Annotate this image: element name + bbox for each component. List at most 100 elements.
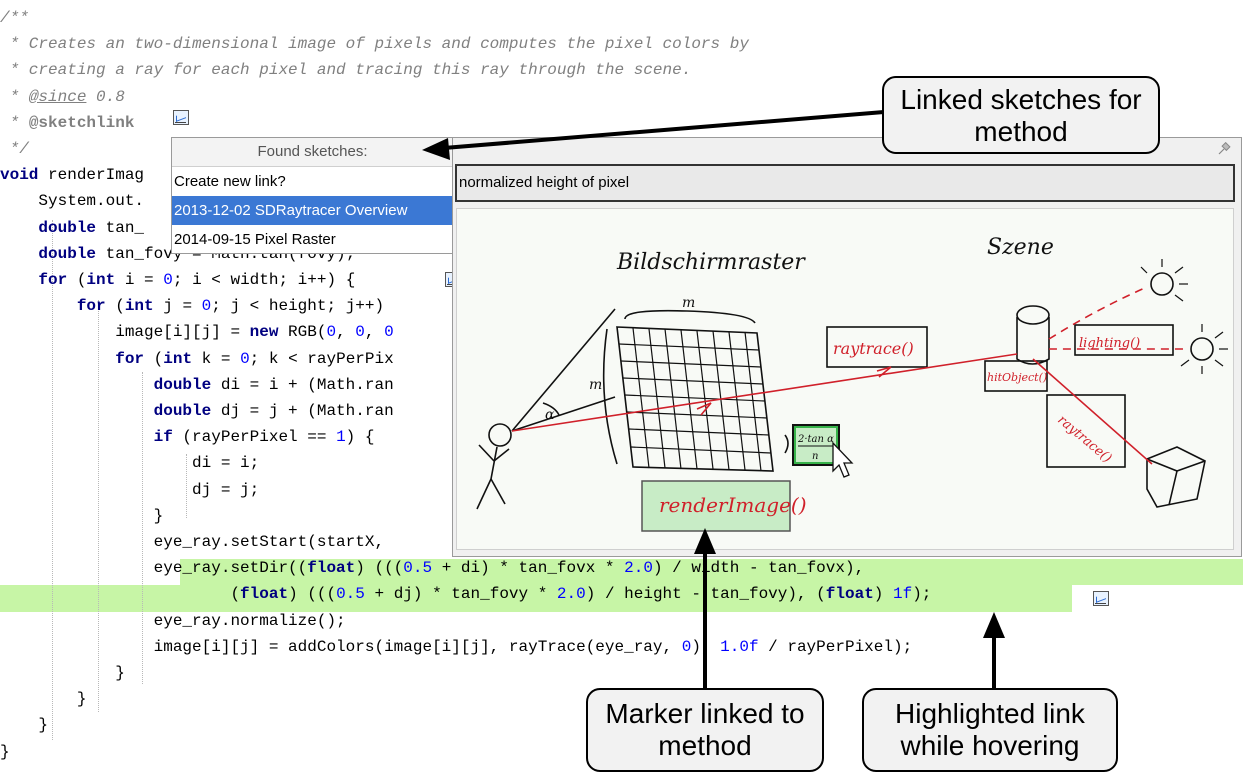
code-token: } bbox=[0, 716, 49, 735]
code-line[interactable]: image[i][j] = new RGB(0, 0, 0 bbox=[0, 319, 394, 345]
popup-item-sdraytracer-overview[interactable]: 2013-12-02 SDRaytracer Overview bbox=[172, 196, 453, 225]
code-token: new bbox=[249, 323, 279, 342]
code-token: di = i + (Math.ran bbox=[211, 375, 394, 394]
code-token: ) ((( bbox=[355, 559, 404, 578]
lighting-label: lighting() bbox=[1079, 336, 1140, 351]
code-line[interactable]: } bbox=[0, 660, 125, 686]
code-token: / rayPerPixel); bbox=[758, 637, 913, 656]
code-line[interactable]: image[i][j] = addColors(image[i][j], ray… bbox=[0, 634, 913, 660]
code-line[interactable]: * @since 0.8 bbox=[0, 84, 125, 110]
code-line[interactable]: di = i; bbox=[0, 450, 259, 476]
renderimage-marker[interactable] bbox=[641, 480, 791, 532]
code-token: 2.0 bbox=[624, 559, 653, 578]
popup-item-pixel-raster[interactable]: 2014-09-15 Pixel Raster bbox=[174, 231, 336, 248]
grid-width-label: m bbox=[682, 295, 695, 311]
sketch-title: normalized height of pixel bbox=[455, 164, 1235, 202]
indent-guide bbox=[142, 372, 143, 684]
code-line[interactable]: dj = j; bbox=[0, 477, 259, 503]
code-token: ); bbox=[912, 585, 932, 604]
code-line[interactable]: double tan_ bbox=[0, 215, 144, 241]
code-token: for bbox=[0, 349, 145, 368]
callout-linked-sketches-text: Linked sketches for method bbox=[900, 84, 1142, 147]
code-token: 1 bbox=[336, 428, 346, 447]
code-line[interactable]: */ bbox=[0, 136, 29, 162]
code-line[interactable]: } bbox=[0, 686, 87, 712]
code-token: float bbox=[307, 559, 356, 578]
code-token: dj = j + (Math.ran bbox=[211, 402, 394, 420]
szene-label: Szene bbox=[987, 235, 1054, 260]
code-token: double bbox=[0, 402, 212, 420]
callout-marker-linked-text: Marker linked to method bbox=[605, 698, 805, 761]
code-token: void bbox=[0, 166, 39, 185]
code-line[interactable]: * Creates an two-dimensional image of pi… bbox=[0, 31, 749, 57]
code-token: 0 bbox=[355, 323, 365, 342]
code-line[interactable]: double di = i + (Math.ran bbox=[0, 372, 394, 398]
code-line[interactable]: /** bbox=[0, 5, 29, 31]
pin-icon[interactable] bbox=[1217, 142, 1231, 156]
code-line[interactable]: eye_ray.setDir((float) (((0.5 + di) * ta… bbox=[0, 555, 865, 581]
code-line[interactable]: (float) (((0.5 + dj) * tan_fovy * 2.0) /… bbox=[0, 581, 931, 607]
code-token: } bbox=[0, 690, 87, 709]
code-token: image[i][j] = addColors(image[i][j], ray… bbox=[0, 637, 682, 656]
code-token: @since bbox=[28, 87, 87, 106]
angle-label: α bbox=[545, 407, 555, 423]
code-token: 2.0 bbox=[556, 585, 586, 604]
popup-header: Found sketches: bbox=[172, 138, 453, 167]
highlight-line-2 bbox=[0, 585, 1072, 612]
sketch-link-icon[interactable] bbox=[1093, 591, 1109, 606]
code-line[interactable]: } bbox=[0, 739, 10, 765]
stick-figure-head bbox=[488, 423, 512, 447]
code-line[interactable]: void renderImag bbox=[0, 162, 144, 188]
indent-guide bbox=[52, 220, 53, 740]
sketch-link-icon[interactable] bbox=[173, 110, 189, 125]
callout-linked-sketches: Linked sketches for method bbox=[882, 76, 1160, 154]
code-token: renderImag bbox=[38, 166, 145, 185]
code-token: eye_ray.normalize(); bbox=[0, 611, 346, 630]
code-token: ) { bbox=[345, 428, 375, 447]
code-line[interactable]: System.out. bbox=[0, 188, 144, 214]
code-token: ) / height - tan_fovy), ( bbox=[585, 585, 826, 604]
found-sketches-popup: Found sketches: Create new link? 2013-12… bbox=[171, 137, 454, 254]
code-token: ( bbox=[67, 271, 87, 289]
code-token: ; j < height; j++) bbox=[211, 297, 385, 316]
code-line[interactable]: * @sketchlink bbox=[0, 110, 135, 136]
code-token: ( bbox=[105, 297, 125, 316]
code-token: j = bbox=[153, 297, 202, 316]
code-token: i = bbox=[115, 271, 164, 289]
code-token: ( bbox=[0, 585, 241, 604]
code-line[interactable]: for (int j = 0; j < height; j++) bbox=[0, 293, 384, 319]
code-token: } bbox=[0, 742, 10, 761]
code-line[interactable]: for (int k = 0; k < rayPerPix bbox=[0, 346, 394, 372]
code-line[interactable]: } bbox=[0, 503, 164, 529]
code-line[interactable]: if (rayPerPixel == 1) { bbox=[0, 424, 375, 450]
code-token: float bbox=[825, 585, 874, 604]
code-token: int bbox=[86, 271, 116, 289]
code-token: tan_ bbox=[96, 218, 145, 237]
code-line[interactable]: } bbox=[0, 712, 48, 738]
code-token: ; k < rayPerPix bbox=[249, 349, 394, 368]
highlight-line-1 bbox=[180, 559, 1243, 585]
code-token: * bbox=[0, 113, 29, 132]
code-token: int bbox=[163, 349, 193, 368]
grid-height-label: m bbox=[589, 377, 602, 393]
code-token: 0.5 bbox=[403, 559, 433, 578]
code-token: 0 bbox=[384, 323, 394, 342]
code-token: for bbox=[0, 297, 106, 316]
indent-guide bbox=[186, 454, 187, 518]
sketch-drawing: Bildschirmraster Szene m m α raytrace() … bbox=[476, 235, 1228, 532]
code-token: double bbox=[0, 218, 97, 237]
indent-guide bbox=[98, 300, 99, 712]
raytrace-label: raytrace() bbox=[833, 339, 914, 358]
popup-item-create-link[interactable]: Create new link? bbox=[174, 173, 286, 190]
sketch-preview-panel: normalized height of pixel bbox=[452, 137, 1242, 557]
code-line[interactable]: eye_ray.setStart(startX, bbox=[0, 529, 384, 555]
code-line[interactable]: double dj = j + (Math.ran bbox=[0, 398, 394, 424]
formula-denominator: n bbox=[812, 451, 818, 462]
mouse-cursor-icon bbox=[832, 441, 854, 478]
code-line[interactable]: for (int i = 0; i < width; i++) { bbox=[0, 267, 355, 293]
code-line[interactable]: * creating a ray for each pixel and trac… bbox=[0, 57, 692, 83]
code-token: 0.5 bbox=[336, 585, 365, 604]
code-line[interactable]: eye_ray.normalize(); bbox=[0, 608, 346, 634]
callout-highlighted-link-text: Highlighted link while hovering bbox=[895, 698, 1085, 761]
